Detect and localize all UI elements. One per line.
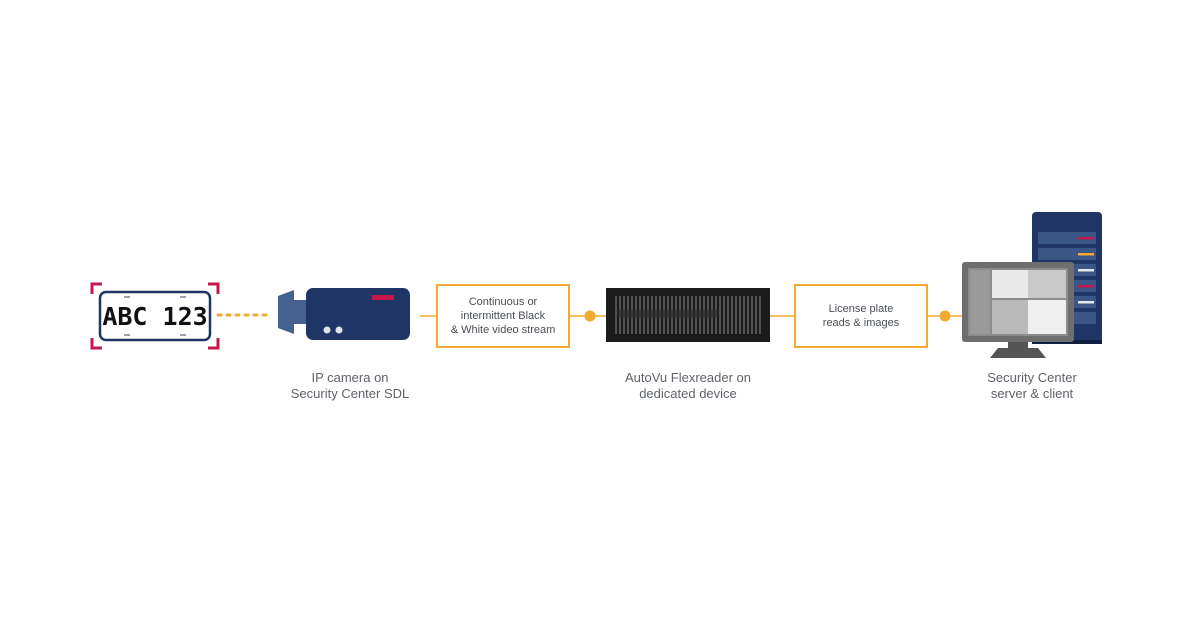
- server-label: Security Center server & client: [952, 370, 1112, 402]
- flexreader-device-icon: [606, 288, 770, 342]
- server-and-monitor-icon: [962, 212, 1102, 358]
- stream-box-line-3: & White video stream: [450, 324, 556, 336]
- camera-label: IP camera on Security Center SDL: [265, 370, 435, 402]
- camera-label-line-1: IP camera on: [311, 370, 389, 385]
- plate-frame-corners-icon: [90, 282, 220, 350]
- video-stream-box: Continuous or intermittent Black & White…: [436, 284, 570, 348]
- stream-box-line-1: Continuous or: [468, 296, 538, 308]
- server-label-line-1: Security Center: [987, 370, 1077, 385]
- reads-box-line-1: License plate: [828, 303, 894, 315]
- license-plate-graphic: ABC 123: [90, 282, 220, 350]
- reader-label-line-1: AutoVu Flexreader on: [625, 370, 751, 385]
- reader-label: AutoVu Flexreader on dedicated device: [600, 370, 776, 402]
- server-label-line-2: server & client: [990, 386, 1074, 401]
- reads-box-line-2: reads & images: [822, 317, 900, 329]
- ip-camera-icon: [278, 288, 410, 340]
- camera-label-line-2: Security Center SDL: [290, 386, 410, 401]
- reader-label-line-2: dedicated device: [639, 386, 737, 401]
- plate-text: ABC 123: [102, 301, 208, 331]
- stream-box-line-2: intermittent Black: [460, 310, 546, 322]
- plate-reads-box: License plate reads & images: [794, 284, 928, 348]
